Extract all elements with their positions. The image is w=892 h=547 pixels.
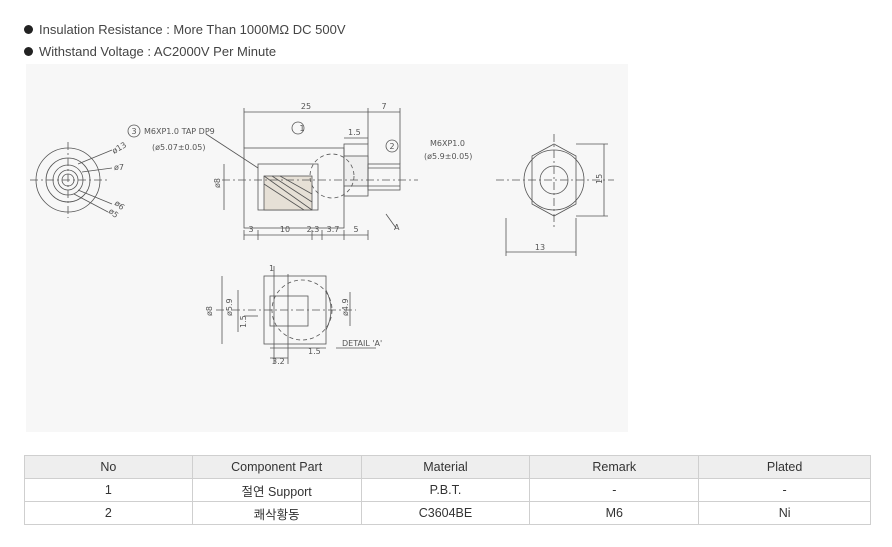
dim-7: 7 <box>381 102 386 111</box>
dim-2-3: 2.3 <box>307 225 320 234</box>
header-plated: Plated <box>698 455 871 479</box>
end-view-circles <box>30 142 113 218</box>
header-component-part: Component Part <box>191 455 362 479</box>
bullet-icon <box>24 47 33 56</box>
dim-3-2: 3.2 <box>272 357 285 366</box>
dim-d7: ø7 <box>114 163 124 172</box>
spec-separator: : <box>143 44 154 59</box>
dim-d4-9: ø4.9 <box>341 298 350 316</box>
spec-withstand-voltage: Withstand Voltage : AC2000V Per Minute <box>24 44 276 59</box>
dim-13: 13 <box>535 243 545 252</box>
dim-d13: ø13 <box>111 140 129 155</box>
parts-table: No Component Part Material Remark Plated… <box>24 455 871 525</box>
cell-plated: Ni <box>698 501 871 525</box>
cell-component-part: 절연 Support <box>191 478 362 502</box>
callout-3-circle <box>127 124 141 138</box>
table-row: 1 절연 Support P.B.T. - - <box>24 478 871 502</box>
spec-value: More Than 1000MΩ DC 500V <box>173 22 346 37</box>
dim-3-7: 3.7 <box>327 225 340 234</box>
dim-15: 15 <box>595 174 604 184</box>
thread-diameter-label: (ø5.9±0.05) <box>424 152 472 161</box>
drawing-canvas: 1 2 3 M6XP1.0 TAP DP9 (ø5.07±0.05) M6XP1… <box>30 102 614 366</box>
callout-2-circle <box>385 139 399 153</box>
cell-plated: - <box>698 478 871 502</box>
callout-1-number: 1 <box>299 124 304 133</box>
dim-3: 3 <box>248 225 253 234</box>
header-remark: Remark <box>529 455 700 479</box>
dim-d5-9: ø5.9 <box>225 298 234 316</box>
dim-10: 10 <box>280 225 290 234</box>
spec-label: Insulation Resistance <box>39 22 163 37</box>
cell-material: P.B.T. <box>360 478 531 502</box>
spec-insulation-resistance: Insulation Resistance : More Than 1000MΩ… <box>24 22 346 37</box>
cell-no: 1 <box>24 478 193 502</box>
spec-separator: : <box>162 22 174 37</box>
cell-remark: - <box>529 478 700 502</box>
bullet-icon <box>24 25 33 34</box>
header-no: No <box>24 455 193 479</box>
technical-drawing: 1 2 3 M6XP1.0 TAP DP9 (ø5.07±0.05) M6XP1… <box>26 64 628 432</box>
detail-a-view <box>216 266 376 364</box>
cell-material: C3604BE <box>360 501 531 525</box>
dim-1-5-top: 1.5 <box>348 128 361 137</box>
cell-component-part: 쾌삭황동 <box>191 501 362 525</box>
table-header-row: No Component Part Material Remark Plated <box>24 455 871 479</box>
hex-view <box>496 134 614 256</box>
dim-1-5-left: 1.5 <box>239 315 248 328</box>
table-row: 2 쾌삭황동 C3604BE M6 Ni <box>24 501 871 525</box>
dim-1: 1 <box>269 264 274 273</box>
callout-2-number: 2 <box>389 142 394 151</box>
callout-1-circle <box>291 121 305 135</box>
drawing-annotations: 1 2 3 M6XP1.0 TAP DP9 (ø5.07±0.05) M6XP1… <box>107 102 604 366</box>
dim-5: 5 <box>353 225 358 234</box>
cell-remark: M6 <box>529 501 700 525</box>
thread-spec-label: M6XP1.0 <box>430 139 465 148</box>
dim-1-5-bottom: 1.5 <box>308 347 321 356</box>
tap-spec-label: M6XP1.0 TAP DP9 <box>144 127 215 136</box>
dim-d8-detail: ø8 <box>205 306 214 316</box>
spec-label: Withstand Voltage <box>39 44 144 59</box>
spec-value: AC2000V Per Minute <box>153 44 277 59</box>
dim-25: 25 <box>301 102 311 111</box>
header-material: Material <box>360 455 531 479</box>
label-a: A <box>394 223 400 232</box>
tap-diameter-label: (ø5.07±0.05) <box>152 143 205 152</box>
side-view-body <box>205 108 418 240</box>
callout-3-number: 3 <box>131 127 136 136</box>
cell-no: 2 <box>24 501 193 525</box>
dim-d8-side: ø8 <box>213 178 222 188</box>
detail-a-label: DETAIL 'A' <box>342 339 382 348</box>
